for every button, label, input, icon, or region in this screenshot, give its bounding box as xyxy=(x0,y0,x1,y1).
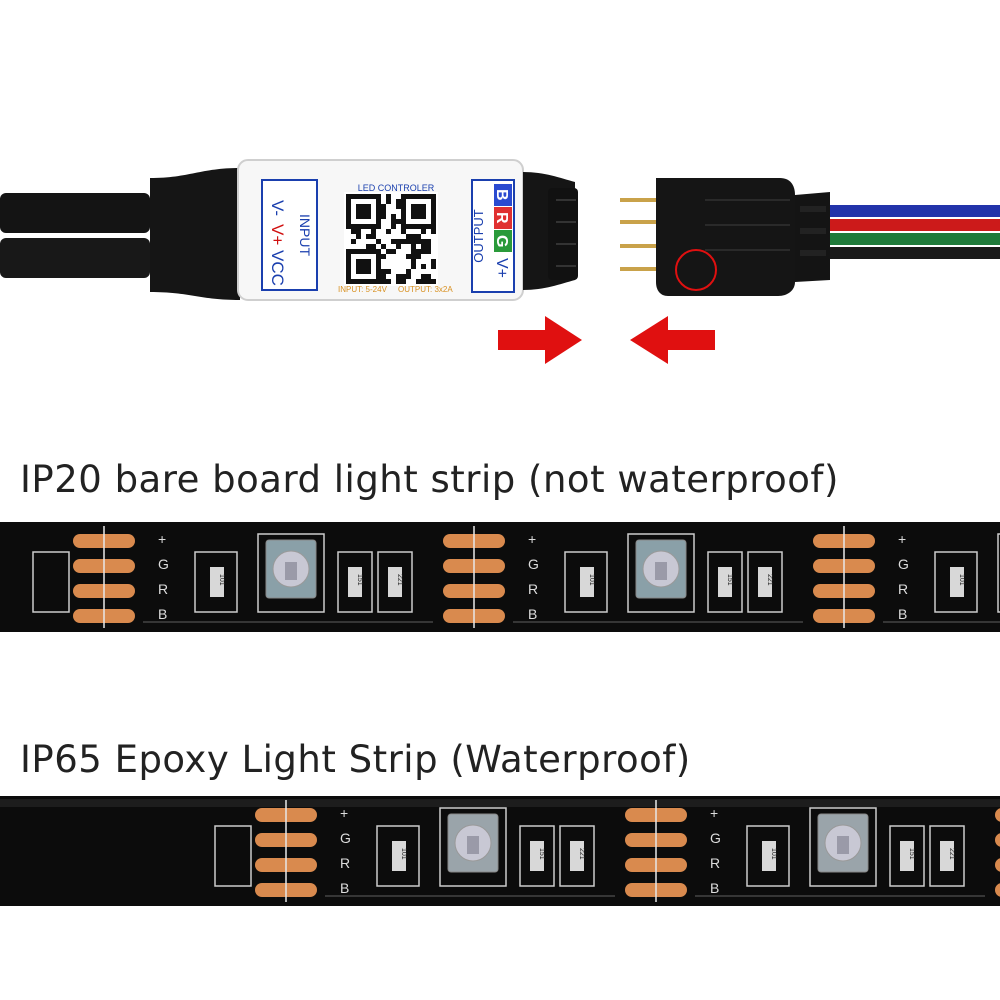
resistor-mark: 101 xyxy=(958,574,965,586)
input-pin-vminus: V- xyxy=(268,200,287,216)
resistor-mark: 101 xyxy=(770,848,777,860)
controller-title: LED CONTROLER xyxy=(358,183,435,193)
pad-label: + xyxy=(898,531,906,547)
pad-label: G xyxy=(340,830,351,846)
arrow-right xyxy=(498,316,582,364)
ip20-caption: IP20 bare board light strip (not waterpr… xyxy=(20,458,839,501)
input-panel xyxy=(261,179,318,291)
resistor-mark: 151 xyxy=(356,574,363,586)
pad-label: + xyxy=(528,531,536,547)
input-cable xyxy=(0,168,240,300)
pad-label: R xyxy=(158,581,168,597)
pad-label: B xyxy=(528,606,537,622)
pad-label: G xyxy=(898,556,909,572)
output-pin-g: G xyxy=(493,235,510,247)
pad-label: + xyxy=(340,805,348,821)
resistor-mark: 221 xyxy=(578,848,585,860)
led-controller: INPUT V- V+ VCC LED CONTROLER INPUT: 5-2… xyxy=(237,159,578,301)
output-label: OUTPUT xyxy=(471,209,486,263)
highlight-circle xyxy=(675,249,717,291)
resistor-mark: 101 xyxy=(218,574,225,586)
resistor-mark: 101 xyxy=(400,848,407,860)
pad-label: G xyxy=(158,556,169,572)
resistor-mark: 151 xyxy=(908,848,915,860)
resistor-mark: 151 xyxy=(538,848,545,860)
ip65-caption: IP65 Epoxy Light Strip (Waterproof) xyxy=(20,738,691,781)
pad-label: + xyxy=(158,531,166,547)
spec-input: INPUT: 5-24V xyxy=(338,285,388,294)
pad-label: B xyxy=(158,606,167,622)
pad-label: R xyxy=(340,855,350,871)
pad-label: B xyxy=(898,606,907,622)
output-pin-vplus: V+ xyxy=(493,258,510,278)
pad-label: + xyxy=(710,805,718,821)
resistor-mark: 221 xyxy=(948,848,955,860)
pad-label: R xyxy=(898,581,908,597)
output-pin-b: B xyxy=(493,189,510,201)
resistor-mark: 221 xyxy=(766,574,773,586)
input-label: INPUT xyxy=(297,214,313,256)
pad-label: B xyxy=(710,880,719,896)
arrow-left xyxy=(630,316,715,364)
qr-code xyxy=(344,192,438,286)
resistor-mark: 151 xyxy=(726,574,733,586)
spec-output: OUTPUT: 3x2A xyxy=(398,285,453,294)
input-pin-vcc: VCC xyxy=(268,250,287,286)
pad-label: R xyxy=(710,855,720,871)
resistor-mark: 221 xyxy=(396,574,403,586)
output-pin-r: R xyxy=(493,212,510,224)
rgb-connector xyxy=(620,178,1000,296)
pad-label: B xyxy=(340,880,349,896)
resistor-mark: 101 xyxy=(588,574,595,586)
input-pin-vplus: V+ xyxy=(268,224,287,245)
pad-label: R xyxy=(528,581,538,597)
pad-label: G xyxy=(710,830,721,846)
pad-label: G xyxy=(528,556,539,572)
